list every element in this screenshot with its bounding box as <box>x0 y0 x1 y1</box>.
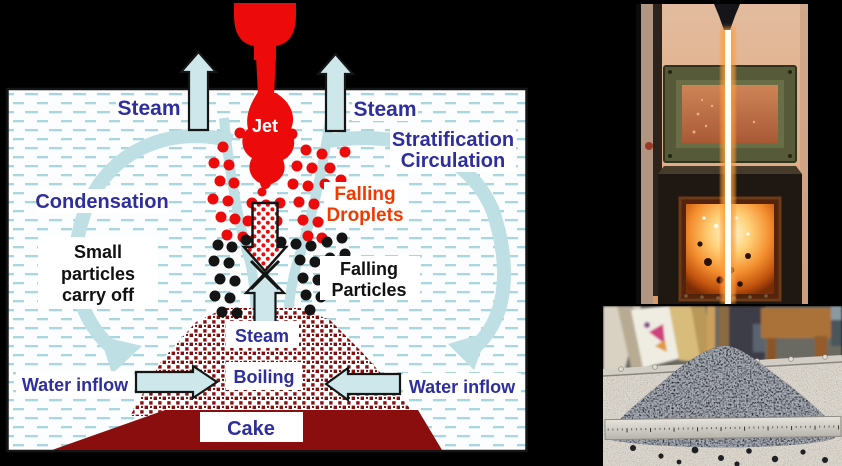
furnace-experiment-photo <box>636 4 808 304</box>
steam-label-right: Steam <box>353 98 416 121</box>
wall-edge <box>800 4 808 304</box>
small-particles-label-line3: carry off <box>62 285 135 305</box>
support-pole <box>653 4 662 296</box>
melt-jet <box>234 3 296 197</box>
jet-label: Jet <box>252 116 278 136</box>
label-backplate <box>352 97 418 121</box>
cake-box-label: Cake <box>227 418 275 440</box>
falling-droplets-label-line1: Falling <box>334 184 395 205</box>
water-inflow-arrow-right <box>324 365 402 403</box>
condensation-label: Condensation <box>35 191 168 213</box>
boiling-box <box>226 362 302 390</box>
melt-down-arrow <box>241 201 289 273</box>
steam-box-label: Steam <box>235 326 289 346</box>
jet-quench-diagram: Steam Steam Jet Stratification Circulati… <box>6 3 528 453</box>
label-backplate <box>16 371 134 397</box>
steam-label-left: Steam <box>117 97 180 120</box>
steam-box <box>226 321 299 348</box>
steam-arrow-left <box>178 50 219 132</box>
falling-particles-label-line2: Particles <box>331 280 406 300</box>
label-backplate <box>403 373 521 399</box>
water-inflow-label-left: Water inflow <box>22 375 129 395</box>
falling-particles-label-line1: Falling <box>340 259 398 279</box>
stratification-circulation-right <box>326 131 512 370</box>
ruler <box>604 415 842 441</box>
label-backplate <box>116 96 182 120</box>
falling-droplets-label-line2: Droplets <box>326 205 403 226</box>
label-backplate <box>390 128 516 172</box>
solidified-debris-photo <box>603 306 842 466</box>
small-particles-label-line2: particles <box>61 264 135 284</box>
small-particles-label-line1: Small <box>74 242 122 262</box>
knob <box>645 142 653 150</box>
condensation-circulation-left <box>68 129 234 374</box>
label-backplate <box>324 182 408 226</box>
water-inflow-arrow-left <box>134 363 219 401</box>
water-inflow-label-right: Water inflow <box>409 377 516 397</box>
steam-arrow-right <box>315 52 356 133</box>
stratification-label-line2: Circulation <box>401 150 505 172</box>
photo-edge <box>636 4 641 304</box>
label-backplate <box>320 256 420 300</box>
label-backplate <box>38 237 158 309</box>
boiling-box-label: Boiling <box>234 367 295 387</box>
wall-strip <box>641 4 653 304</box>
jet-breakup-x-mark <box>249 259 281 291</box>
label-backplate <box>36 189 168 213</box>
stratification-label-line1: Stratification <box>392 129 514 151</box>
melt-stream <box>714 4 740 304</box>
scattered-debris <box>630 445 828 466</box>
cake-box <box>200 412 303 442</box>
